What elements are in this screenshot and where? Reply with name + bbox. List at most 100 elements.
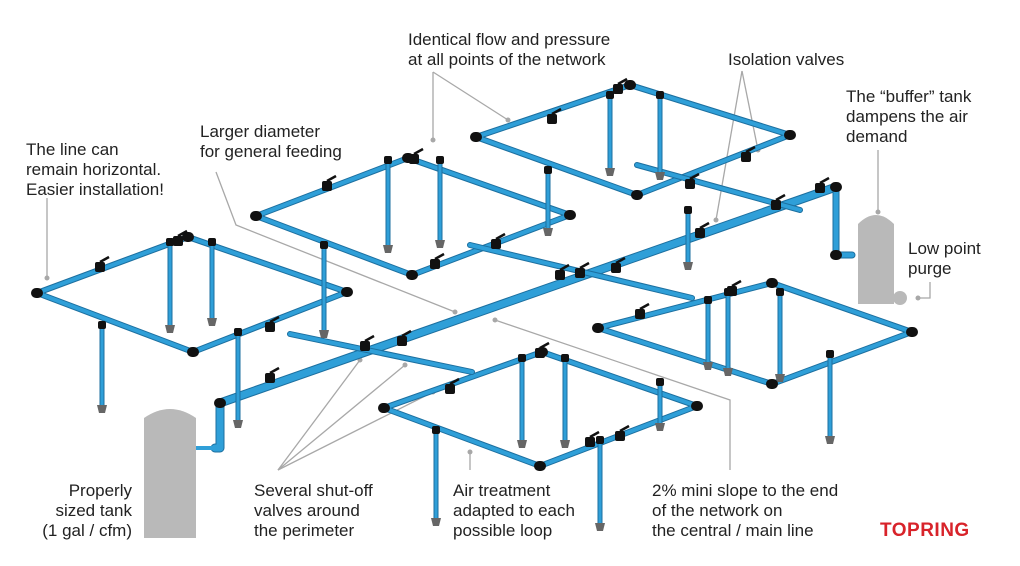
elbow-fitting bbox=[830, 250, 842, 260]
drop-outlet bbox=[319, 330, 329, 338]
drop-outlet bbox=[435, 240, 445, 248]
valve-handle bbox=[495, 232, 506, 241]
label-horizontal-line: The line can remain horizontal. Easier i… bbox=[26, 140, 164, 200]
drop-outlet bbox=[703, 362, 713, 370]
drop-outlet bbox=[723, 368, 733, 376]
valve-handle bbox=[775, 193, 786, 202]
valve-handle bbox=[401, 329, 412, 338]
loop-pipe-5-edge bbox=[381, 349, 700, 469]
drop-outlet bbox=[517, 440, 527, 448]
leader-dot bbox=[467, 449, 473, 455]
valve-body bbox=[535, 348, 545, 358]
valve-body bbox=[547, 114, 557, 124]
valve-body bbox=[360, 341, 370, 351]
valve-body bbox=[635, 309, 645, 319]
drop-outlet bbox=[595, 523, 605, 531]
valve-body bbox=[771, 200, 781, 210]
buffer-tank bbox=[858, 215, 894, 304]
valve-body bbox=[265, 322, 275, 332]
drop-tee bbox=[98, 321, 106, 329]
valve-handle bbox=[326, 174, 337, 183]
label-line: (1 gal / cfm) bbox=[42, 521, 132, 540]
label-line: remain horizontal. bbox=[26, 160, 162, 179]
valve-body bbox=[685, 179, 695, 189]
valve-handle bbox=[615, 256, 626, 265]
leader-dot bbox=[875, 209, 881, 215]
elbow-fitting bbox=[378, 403, 390, 413]
label-line: possible loop bbox=[453, 521, 553, 540]
drop-tee bbox=[320, 241, 328, 249]
pipe-fittings bbox=[31, 77, 918, 471]
elbow-fitting bbox=[31, 288, 43, 298]
valve-handle bbox=[177, 229, 188, 238]
leader-line bbox=[277, 359, 361, 471]
elbow-fitting bbox=[406, 270, 418, 280]
leader-line bbox=[432, 71, 509, 121]
valve-body bbox=[95, 262, 105, 272]
label-line: demand bbox=[846, 127, 908, 146]
leader-line bbox=[277, 364, 406, 471]
leader-line bbox=[741, 70, 759, 151]
drop-outlet bbox=[655, 172, 665, 180]
label-line: Properly bbox=[68, 481, 132, 500]
valve-body bbox=[430, 259, 440, 269]
label-line: 2% mini slope to the end bbox=[652, 481, 839, 500]
drop-outlet bbox=[775, 374, 785, 382]
valve-handle bbox=[689, 172, 700, 181]
valve-body bbox=[611, 263, 621, 273]
drop-tee bbox=[656, 378, 664, 386]
drop-tee bbox=[208, 238, 216, 246]
valve-handle bbox=[619, 424, 630, 433]
valve-handle bbox=[589, 430, 600, 439]
label-shutoff-valves: Several shut-off valves around the perim… bbox=[254, 481, 373, 541]
purge-valve bbox=[893, 291, 907, 305]
valve-body bbox=[265, 373, 275, 383]
label-line: Identical flow and pressure bbox=[408, 30, 611, 49]
valve-handle bbox=[617, 77, 628, 86]
valve-handle bbox=[99, 255, 110, 264]
drop-lines bbox=[97, 91, 835, 531]
elbow-fitting bbox=[784, 130, 796, 140]
drop-tee bbox=[518, 354, 526, 362]
main-line bbox=[211, 183, 840, 452]
drop-outlet bbox=[560, 440, 570, 448]
elbow-fitting bbox=[214, 398, 226, 408]
valve-handle bbox=[449, 377, 460, 386]
loop-pipe-3 bbox=[474, 83, 792, 197]
label-sized-tank: Properly sized tank (1 gal / cfm) bbox=[30, 481, 132, 541]
loop-pipe-5 bbox=[382, 350, 699, 468]
elbow-fitting bbox=[691, 401, 703, 411]
label-line: Low point bbox=[908, 239, 981, 258]
drop-tee bbox=[656, 91, 664, 99]
tanks bbox=[144, 215, 907, 538]
leader-dot bbox=[452, 309, 458, 315]
valve-body bbox=[815, 183, 825, 193]
drop-outlet bbox=[825, 436, 835, 444]
elbow-fitting bbox=[470, 132, 482, 142]
drop-tee bbox=[596, 436, 604, 444]
drop-outlet bbox=[683, 262, 693, 270]
label-line: The line can bbox=[26, 140, 119, 159]
leader-dot bbox=[915, 295, 921, 301]
label-identical-flow: Identical flow and pressure at all point… bbox=[408, 30, 610, 70]
valve-handle bbox=[579, 261, 590, 270]
valve-handle bbox=[364, 334, 375, 343]
drop-tee bbox=[826, 350, 834, 358]
label-line: dampens the air bbox=[846, 107, 968, 126]
label-low-point-purge: Low point purge bbox=[908, 239, 981, 279]
valve-handle bbox=[434, 252, 445, 261]
drop-outlet bbox=[207, 318, 217, 326]
valve-body bbox=[615, 431, 625, 441]
label-line: adapted to each bbox=[453, 501, 575, 520]
valve-body bbox=[741, 152, 751, 162]
elbow-fitting bbox=[534, 461, 546, 471]
valve-handle bbox=[745, 145, 756, 154]
valve-body bbox=[727, 286, 737, 296]
valve-handle bbox=[699, 221, 710, 230]
valve-handle bbox=[639, 302, 650, 311]
valve-body bbox=[445, 384, 455, 394]
drop-outlet bbox=[655, 423, 665, 431]
main-line-edge bbox=[210, 182, 841, 453]
elbow-fitting bbox=[592, 323, 604, 333]
